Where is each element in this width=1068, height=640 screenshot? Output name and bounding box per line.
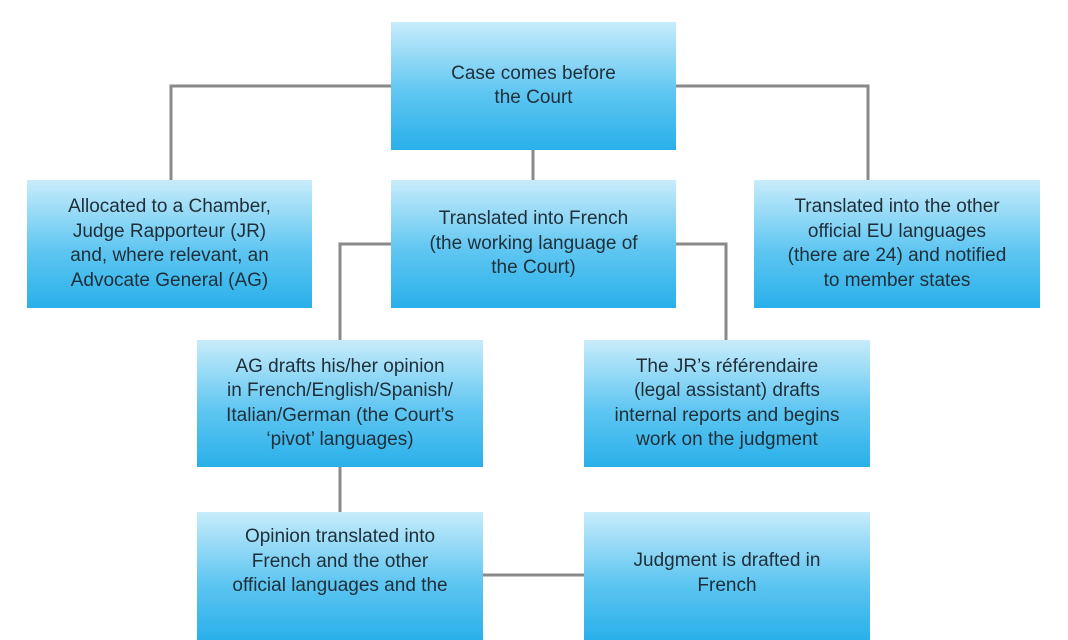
box-referendaire-drafts-reports: The JR’s référendaire (legal assistant) … (584, 340, 870, 467)
box-french-label: Translated into French (the working lang… (429, 208, 638, 279)
box-translated-into-french: Translated into French (the working lang… (391, 180, 676, 308)
box-judgment-label: Judgment is drafted in French (633, 550, 821, 596)
box-case-label: Case comes before the Court (451, 62, 616, 109)
box-case-comes-before-court: Case comes before the Court (391, 22, 676, 150)
connector-french-to-referendaire (676, 242, 728, 340)
box-judgment-drafted: Judgment is drafted in French (584, 512, 870, 640)
box-ag-drafts-opinion: AG drafts his/her opinion in French/Engl… (197, 340, 483, 467)
box-opinion-translated-label: Opinion translated into French and the o… (232, 526, 448, 596)
box-allocated-to-chamber: Allocated to a Chamber, Judge Rapporteur… (27, 180, 312, 308)
box-translated-other-languages: Translated into the other official EU la… (754, 180, 1040, 308)
box-allocated-label: Allocated to a Chamber, Judge Rapporteur… (68, 196, 271, 291)
box-opinion-translated: Opinion translated into French and the o… (197, 512, 483, 640)
connector-case-to-other-languages (676, 84, 870, 180)
box-other-languages-label: Translated into the other official EU la… (787, 196, 1007, 291)
box-referendaire-label: The JR’s référendaire (legal assistant) … (614, 355, 840, 451)
connector-case-to-allocated (169, 84, 391, 180)
box-ag-opinion-label: AG drafts his/her opinion in French/Engl… (226, 355, 454, 451)
connector-lines (169, 84, 870, 577)
connector-french-to-ag-opinion (338, 242, 391, 340)
